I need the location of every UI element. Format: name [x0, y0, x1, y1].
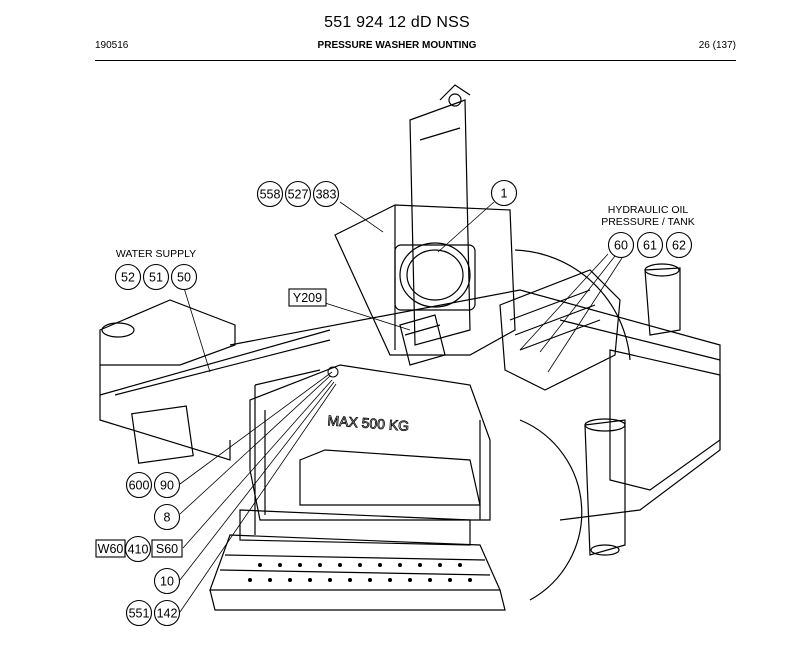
- callout-410: 410: [128, 543, 149, 557]
- callout-52: 52: [121, 271, 135, 285]
- machine-outline: [99, 84, 721, 611]
- callout-1: 1: [501, 187, 508, 201]
- callout-62: 62: [672, 239, 686, 253]
- callout-527: 527: [288, 188, 309, 202]
- hydraulic-label-line2: PRESSURE / TANK: [601, 216, 695, 228]
- step-grip-pattern: [248, 563, 472, 582]
- callout-10: 10: [160, 575, 174, 589]
- hydraulic-label-line1: HYDRAULIC OIL: [608, 204, 689, 216]
- document-title: 551 924 12 dD NSS: [324, 14, 470, 31]
- callout-50: 50: [177, 271, 191, 285]
- callout-Y209: Y209: [293, 291, 322, 305]
- water-supply-label: WATER SUPPLY: [116, 248, 196, 260]
- page-number: 26 (137): [698, 40, 736, 51]
- leader-lines: [179, 201, 623, 613]
- callout-383: 383: [316, 188, 337, 202]
- capacity-marking: MAX 500 KG: [327, 412, 410, 434]
- header-rule: [95, 60, 736, 61]
- callout-51: 51: [149, 271, 163, 285]
- callout-61: 61: [643, 239, 657, 253]
- callout-90: 90: [160, 479, 174, 493]
- callout-S60: S60: [156, 542, 178, 556]
- callout-8: 8: [164, 511, 171, 525]
- callout-142: 142: [157, 607, 178, 621]
- fitting-point: [327, 366, 339, 378]
- callout-W60: W60: [98, 542, 124, 556]
- document-code: 190516: [95, 40, 129, 51]
- callout-shapes: [95, 179, 693, 627]
- section-title: PRESSURE WASHER MOUNTING: [317, 40, 477, 51]
- callout-600: 600: [129, 479, 150, 493]
- callout-60: 60: [614, 239, 628, 253]
- callout-551: 551: [129, 607, 150, 621]
- callout-558: 558: [260, 188, 281, 202]
